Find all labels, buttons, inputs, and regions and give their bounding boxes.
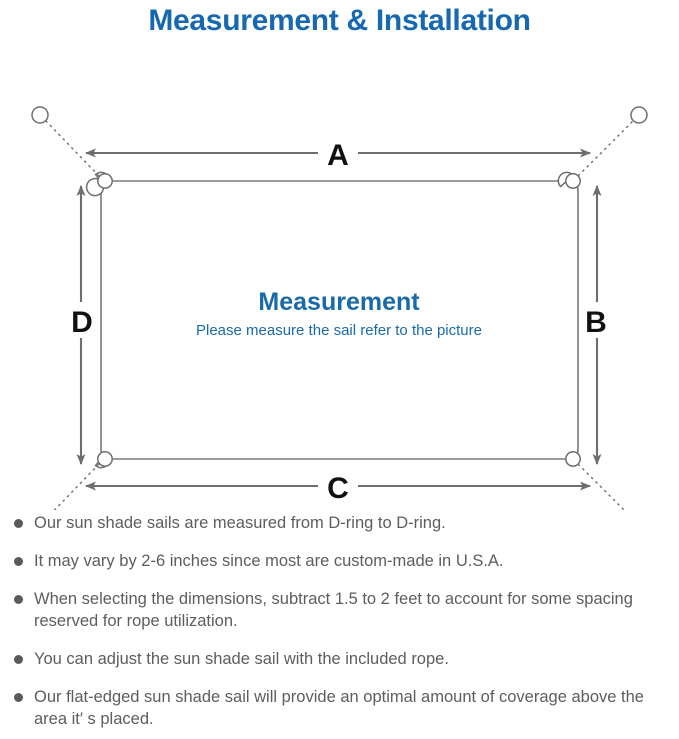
bullet-icon — [14, 595, 23, 604]
rope-top-right — [577, 118, 636, 177]
center-heading: Measurement — [258, 288, 420, 316]
list-item-text: Our flat-edged sun shade sail will provi… — [34, 688, 644, 728]
list-item-text: You can adjust the sun shade sail with t… — [34, 650, 449, 668]
list-item-text: Our sun shade sails are measured from D-… — [34, 514, 446, 532]
dimension-label-d: D — [71, 306, 93, 339]
list-item-text: When selecting the dimensions, subtract … — [34, 590, 633, 630]
anchor-top-right — [630, 106, 648, 124]
bullet-icon — [14, 693, 23, 702]
measurement-diagram: A C D B Measurement Please measure the s… — [0, 40, 679, 510]
rope-top-left — [43, 118, 100, 177]
sail-rectangle — [100, 180, 579, 460]
anchor-points — [31, 106, 648, 124]
rope-lines — [43, 118, 636, 510]
list-item: Our flat-edged sun shade sail will provi… — [14, 686, 665, 730]
bullet-icon — [14, 557, 23, 566]
dimension-label-c: C — [327, 472, 349, 505]
dimension-label-b: B — [585, 306, 607, 339]
list-item: It may vary by 2-6 inches since most are… — [14, 550, 665, 572]
bullet-icon — [14, 655, 23, 664]
dimension-label-a: A — [327, 139, 349, 172]
dimension-arrows — [76, 148, 602, 491]
anchor-top-left — [31, 106, 49, 124]
d-ring-bottom-right — [565, 451, 581, 467]
rope-bottom-left — [53, 463, 100, 510]
bullet-icon — [14, 519, 23, 528]
center-subheading: Please measure the sail refer to the pic… — [196, 322, 482, 339]
list-item: Our sun shade sails are measured from D-… — [14, 512, 665, 534]
list-item: You can adjust the sun shade sail with t… — [14, 648, 665, 670]
list-item-text: It may vary by 2-6 inches since most are… — [34, 552, 504, 570]
notes-list: Our sun shade sails are measured from D-… — [0, 512, 679, 730]
rope-bottom-right — [577, 463, 625, 510]
list-item: When selecting the dimensions, subtract … — [14, 588, 665, 632]
page-title: Measurement & Installation — [148, 4, 531, 37]
d-ring-top-right — [557, 171, 581, 189]
d-ring-top-left-cap — [97, 173, 113, 189]
